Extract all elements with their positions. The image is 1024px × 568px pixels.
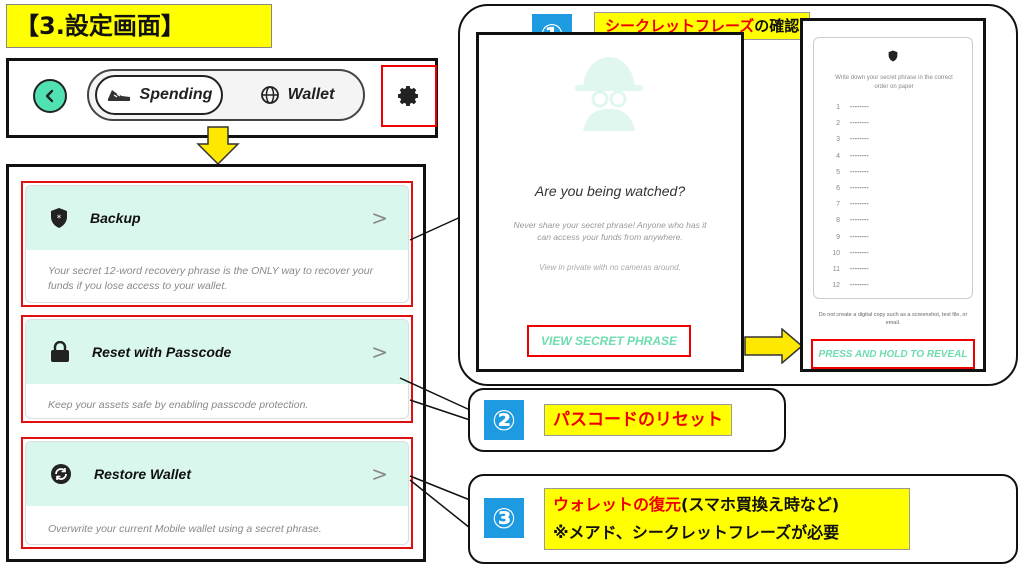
shield-icon xyxy=(888,50,898,62)
lock-icon xyxy=(51,341,69,362)
chevron-left-icon xyxy=(45,89,54,103)
backup-card[interactable]: * Backup > Your secret 12-word recovery … xyxy=(21,181,413,307)
phrase-row-number: 11 xyxy=(832,266,840,273)
phrase-row-number: 10 xyxy=(832,249,840,257)
spending-wallet-toggle: Spending Wallet xyxy=(87,69,365,121)
chevron-right-icon: > xyxy=(371,206,388,230)
chevron-right-icon: > xyxy=(371,462,388,486)
back-button[interactable] xyxy=(33,79,67,113)
phrase-row-number: 4 xyxy=(836,152,840,160)
phrase-instruction: Write down your secret phrase in the cor… xyxy=(835,75,953,90)
refresh-icon xyxy=(51,464,71,484)
phrase-row-placeholder: -------- xyxy=(850,266,869,273)
settings-button[interactable] xyxy=(381,65,437,127)
sneaker-icon xyxy=(107,90,130,101)
phrase-row: 4 -------- xyxy=(824,153,869,160)
tab-wallet[interactable]: Wallet xyxy=(233,75,361,115)
phrase-row-placeholder: -------- xyxy=(850,249,869,257)
phrase-row-placeholder: -------- xyxy=(850,104,869,111)
phrase-row: 3 -------- xyxy=(824,136,869,143)
backup-description: Your secret 12-word recovery phrase is t… xyxy=(48,265,374,292)
svg-text:*: * xyxy=(57,214,62,224)
phrase-card: Write down your secret phrase in the cor… xyxy=(813,37,973,299)
phrase-row-number: 5 xyxy=(836,168,840,176)
restore-wallet-description: Overwrite your current Mobile wallet usi… xyxy=(48,523,322,535)
reset-passcode-description: Keep your assets safe by enabling passco… xyxy=(48,399,309,411)
phrase-row-placeholder: -------- xyxy=(850,168,869,176)
shield-icon: * xyxy=(51,208,67,228)
phrase-row: 7 -------- xyxy=(824,201,869,208)
down-arrow-icon xyxy=(196,126,240,166)
phrase-row-number: 1 xyxy=(836,104,840,111)
phrase-row-number: 2 xyxy=(836,120,840,128)
phrase-row-placeholder: -------- xyxy=(850,217,869,225)
phrase-row: 10 -------- xyxy=(824,249,869,257)
reset-passcode-callout-label: パスコードのリセット xyxy=(544,404,732,436)
tab-spending-label: Spending xyxy=(139,86,213,103)
restore-wallet-label: Restore Wallet xyxy=(94,466,191,482)
phrase-row: 9 -------- xyxy=(824,234,869,241)
backup-label: Backup xyxy=(90,210,141,226)
spy-icon xyxy=(575,57,643,131)
press-hold-reveal-button[interactable]: PRESS AND HOLD TO REVEAL xyxy=(811,339,975,369)
phrase-row-placeholder: -------- xyxy=(850,282,869,290)
phrase-row-placeholder: -------- xyxy=(850,201,869,209)
chevron-right-icon: > xyxy=(371,340,388,364)
phrase-row-number: 8 xyxy=(836,217,840,225)
phrase-row-placeholder: -------- xyxy=(850,152,869,160)
phrase-row: 6 -------- xyxy=(824,185,869,192)
watched-heading: Are you being watched? xyxy=(534,183,686,199)
phrase-row: 8 -------- xyxy=(824,217,869,224)
view-secret-phrase-label: VIEW SECRET PHRASE xyxy=(540,334,678,348)
digital-copy-warning: Do not create a digital copy such as a s… xyxy=(818,312,968,326)
globe-icon xyxy=(260,86,279,104)
phone-screen-phrase: Write down your secret phrase in the cor… xyxy=(800,18,986,372)
phone-screen-watched: Are you being watched? Never share your … xyxy=(476,32,744,372)
phrase-row: 2 -------- xyxy=(824,120,869,127)
phrase-row: 1 -------- xyxy=(824,104,869,111)
phrase-row: 11 -------- xyxy=(824,266,869,273)
press-hold-reveal-label: PRESS AND HOLD TO REVEAL xyxy=(818,348,968,360)
tab-wallet-label: Wallet xyxy=(287,86,335,103)
reset-passcode-callout: ② パスコードのリセット xyxy=(468,388,786,452)
phrase-row-number: 9 xyxy=(836,233,840,241)
step-number-2: ② xyxy=(484,400,524,440)
phrase-row-number: 6 xyxy=(836,185,840,192)
phrase-row-number: 3 xyxy=(836,136,840,144)
step-number-3: ③ xyxy=(484,498,524,538)
phrase-row-number: 7 xyxy=(836,201,840,209)
tab-spending[interactable]: Spending xyxy=(95,75,223,115)
gear-icon xyxy=(398,86,418,106)
phrase-row: 12 -------- xyxy=(824,282,869,290)
phrase-row: 5 -------- xyxy=(824,169,869,176)
phrase-row-number: 12 xyxy=(832,282,840,290)
restore-wallet-callout-label: ウォレットの復元(スマホ買換え時など) ※メアド、シークレットフレーズが必要 xyxy=(544,488,910,550)
view-secret-phrase-button[interactable]: VIEW SECRET PHRASE xyxy=(527,325,691,357)
reset-passcode-card[interactable]: Reset with Passcode > Keep your assets s… xyxy=(21,315,413,423)
phrase-row-placeholder: -------- xyxy=(850,185,869,192)
privacy-hint: View in private with no cameras around. xyxy=(539,263,681,272)
right-arrow-icon xyxy=(744,328,804,364)
phrase-row-placeholder: -------- xyxy=(850,120,869,128)
phrase-row-placeholder: -------- xyxy=(850,136,869,144)
reset-passcode-label: Reset with Passcode xyxy=(92,344,232,360)
page-title: 【3.設定画面】 xyxy=(6,4,272,48)
phrase-row-placeholder: -------- xyxy=(850,233,869,241)
settings-panel: * Backup > Your secret 12-word recovery … xyxy=(6,164,426,562)
warning-text: Never share your secret phrase! Anyone w… xyxy=(513,220,707,242)
restore-wallet-callout: ③ ウォレットの復元(スマホ買換え時など) ※メアド、シークレットフレーズが必要 xyxy=(468,474,1018,564)
restore-wallet-card[interactable]: Restore Wallet > Overwrite your current … xyxy=(21,437,413,549)
